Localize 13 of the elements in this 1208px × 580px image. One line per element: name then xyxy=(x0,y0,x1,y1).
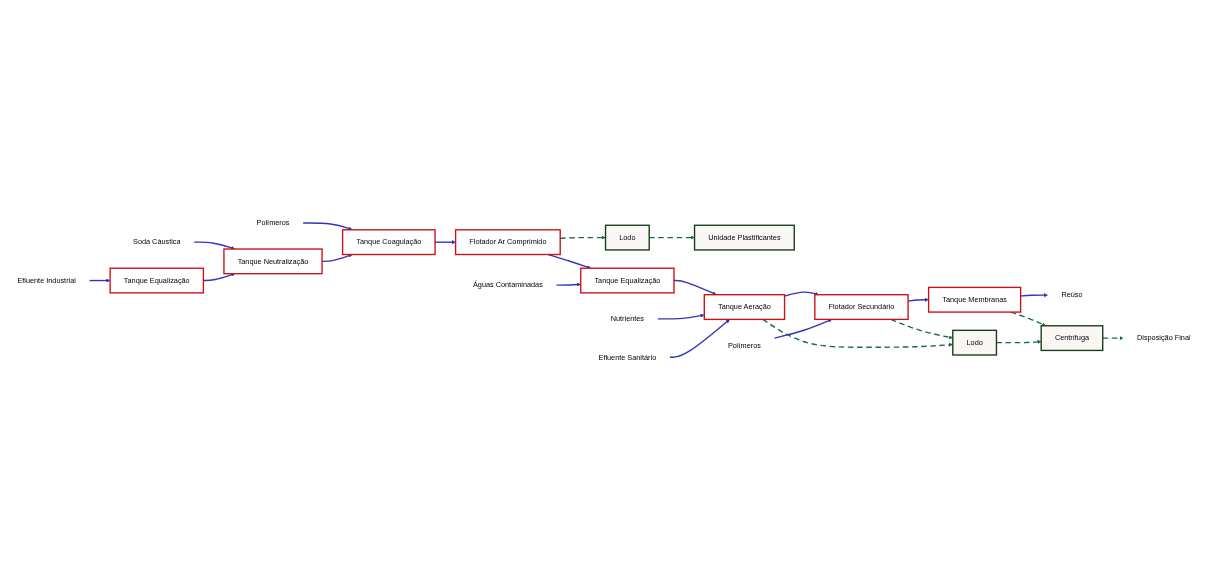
arrow xyxy=(302,222,353,231)
arrow xyxy=(1102,335,1124,340)
arrow xyxy=(890,318,953,340)
arrow xyxy=(657,313,705,320)
arrow xyxy=(669,319,730,358)
arrow xyxy=(1010,311,1046,326)
arrow xyxy=(773,318,833,339)
arrow xyxy=(193,241,236,250)
arrow xyxy=(783,291,819,297)
arrow xyxy=(88,278,111,283)
arrow xyxy=(673,279,717,295)
arrow xyxy=(555,282,581,287)
arrow xyxy=(762,318,953,348)
